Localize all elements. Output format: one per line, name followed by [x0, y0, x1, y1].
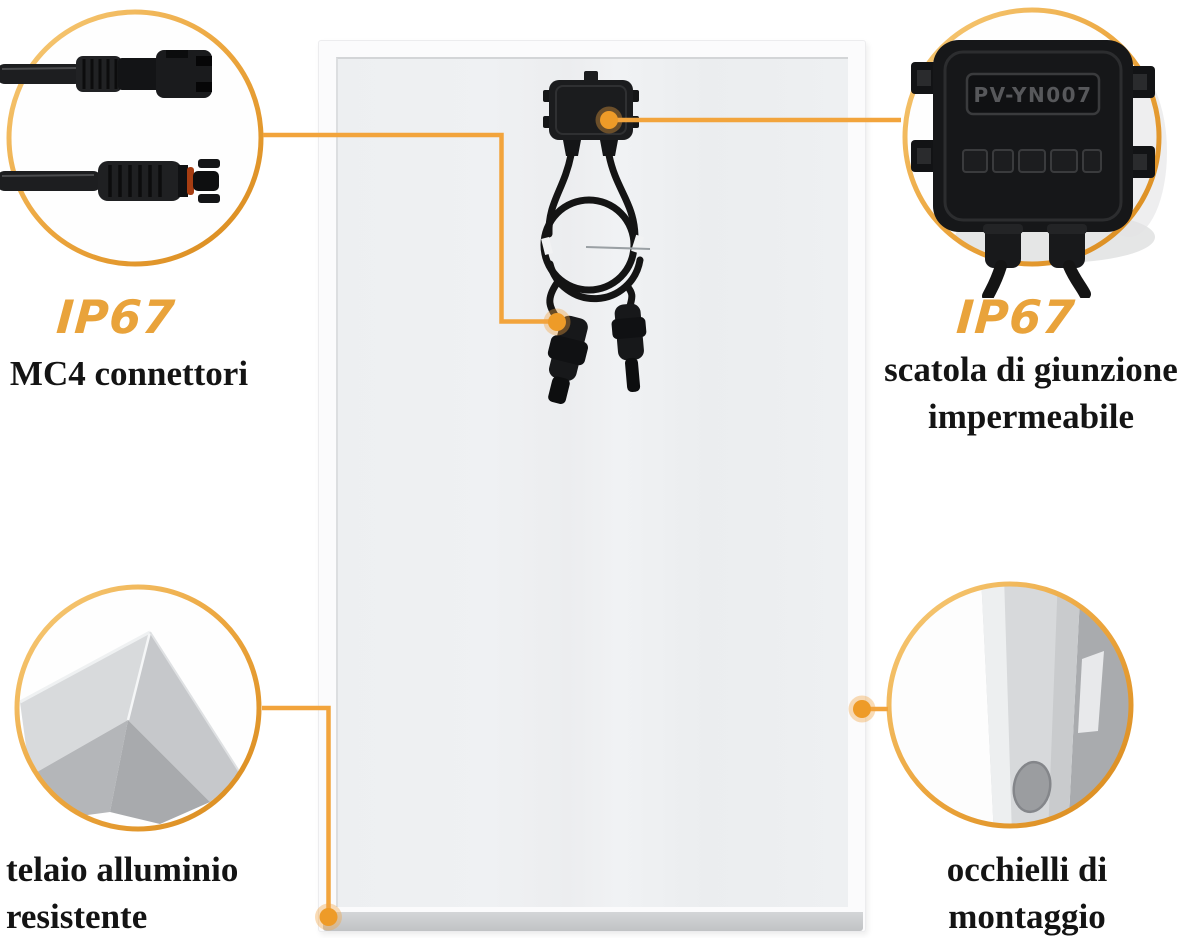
label-mounting-eyelets-line2: montaggio [948, 897, 1106, 936]
connector-dot [548, 313, 566, 331]
mc4-connectors-photo [0, 9, 264, 267]
connector-dot [600, 111, 618, 129]
label-mc4-connectors: MC4 connettori [9, 354, 249, 393]
connector-line-bottom-left [262, 705, 331, 913]
junction-box-photo: PV-YN007 [902, 7, 1167, 298]
label-aluminum-frame: telaio alluminio resistente [6, 846, 276, 938]
label-junction-box-line2: impermeabile [927, 397, 1135, 436]
label-mounting-eyelets-line1: occhielli di [946, 850, 1108, 889]
connector-dot [853, 700, 871, 718]
label-aluminum-frame-line1: telaio alluminio [6, 850, 239, 889]
mounting-hole [1012, 760, 1052, 814]
frame-corner-photo [14, 584, 262, 832]
panel-junction-box [543, 71, 639, 156]
junction-box-marking: PV-YN007 [973, 83, 1092, 107]
label-aluminum-frame-line2: resistente [6, 897, 148, 936]
connector-lines [262, 117, 901, 913]
ip-rating-badge-top-right: IP67 [954, 290, 1078, 344]
cable-gland [985, 224, 1021, 268]
label-mounting-eyelets: occhielli di montaggio [888, 846, 1166, 938]
solar-panel-bottom-frame [323, 912, 863, 931]
connector-dots [315, 106, 876, 931]
cable-tie-wire [585, 246, 651, 250]
cable-gap-highlight [541, 237, 553, 255]
mc4-male-connector [0, 159, 220, 203]
ip-rating-badge-top-left: IP67 [54, 290, 178, 344]
connector-dot [319, 908, 338, 926]
panel-cables [540, 151, 644, 322]
label-junction-box: scatola di giunzione impermeabile [876, 346, 1186, 440]
mc4-female-connector [0, 50, 212, 98]
mc4-orange-seal-ring [187, 167, 194, 195]
panel-mc4-connector-left [547, 315, 589, 404]
panel-mc4-connector-right [611, 303, 647, 392]
connector-line-top-left [263, 132, 551, 324]
label-junction-box-line1: scatola di giunzione [884, 350, 1178, 389]
junction-box-closeup: PV-YN007 [911, 40, 1155, 298]
mounting-hole-photo [886, 581, 1134, 829]
cable-gland [1049, 224, 1085, 268]
